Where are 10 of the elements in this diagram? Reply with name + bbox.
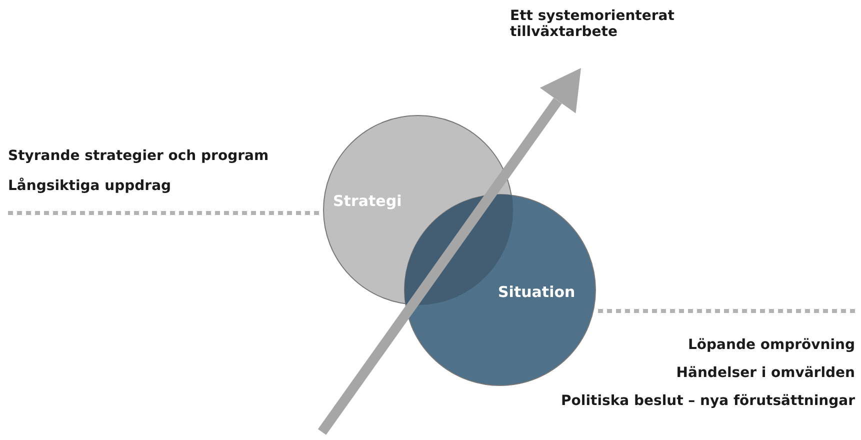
text-label: Långsiktiga uppdrag [8,178,172,194]
situation-circle [404,194,596,386]
text-label: Styrande strategier och program [8,148,270,164]
text-label: Politiska beslut – nya förutsättningar [560,393,855,409]
text-label: Löpande omprövning [687,337,855,353]
circle-label: Strategi [333,192,402,210]
arrow [318,68,581,435]
text-label: Ett systemorienterat tillväxtarbete [510,8,676,40]
text-label: Händelser i omvärlden [675,365,855,381]
circle-label: Situation [498,283,576,301]
